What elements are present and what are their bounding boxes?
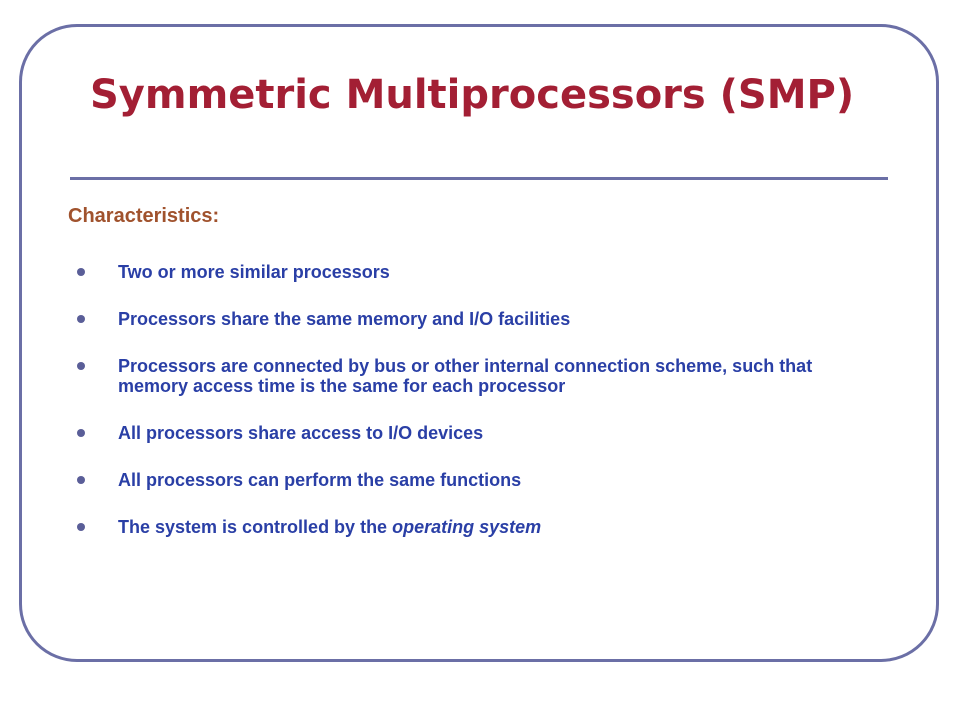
- list-item-text: Two or more similar processors: [118, 262, 390, 282]
- list-item-text: All processors can perform the same func…: [118, 470, 522, 490]
- characteristics-heading: Characteristics:: [68, 205, 220, 227]
- slide-frame: [19, 24, 939, 662]
- list-item: Processors are connected by bus or other…: [70, 356, 870, 396]
- bullet-icon: [77, 523, 85, 531]
- title-divider: [70, 177, 888, 180]
- bullet-icon: [77, 268, 85, 276]
- bullet-icon: [77, 476, 85, 484]
- characteristics-list: Two or more similar processors Processor…: [70, 262, 870, 564]
- bullet-icon: [77, 429, 85, 437]
- list-item: All processors share access to I/O devic…: [70, 423, 870, 443]
- operating-system-emphasis: operating system: [392, 517, 542, 537]
- list-item: Processors share the same memory and I/O…: [70, 309, 870, 329]
- slide-title: Symmetric Multiprocessors (SMP): [90, 72, 855, 118]
- bullet-icon: [77, 315, 85, 323]
- list-item-text-prefix: The system is controlled by the: [118, 517, 393, 537]
- list-item: Two or more similar processors: [70, 262, 870, 282]
- list-item: The system is controlled by the operatin…: [70, 517, 870, 537]
- list-item: All processors can perform the same func…: [70, 470, 870, 490]
- list-item-text: All processors share access to I/O devic…: [118, 423, 484, 443]
- list-item-text: Processors share the same memory and I/O…: [118, 309, 571, 329]
- list-item-text: Processors are connected by bus or other…: [118, 356, 813, 396]
- bullet-icon: [77, 362, 85, 370]
